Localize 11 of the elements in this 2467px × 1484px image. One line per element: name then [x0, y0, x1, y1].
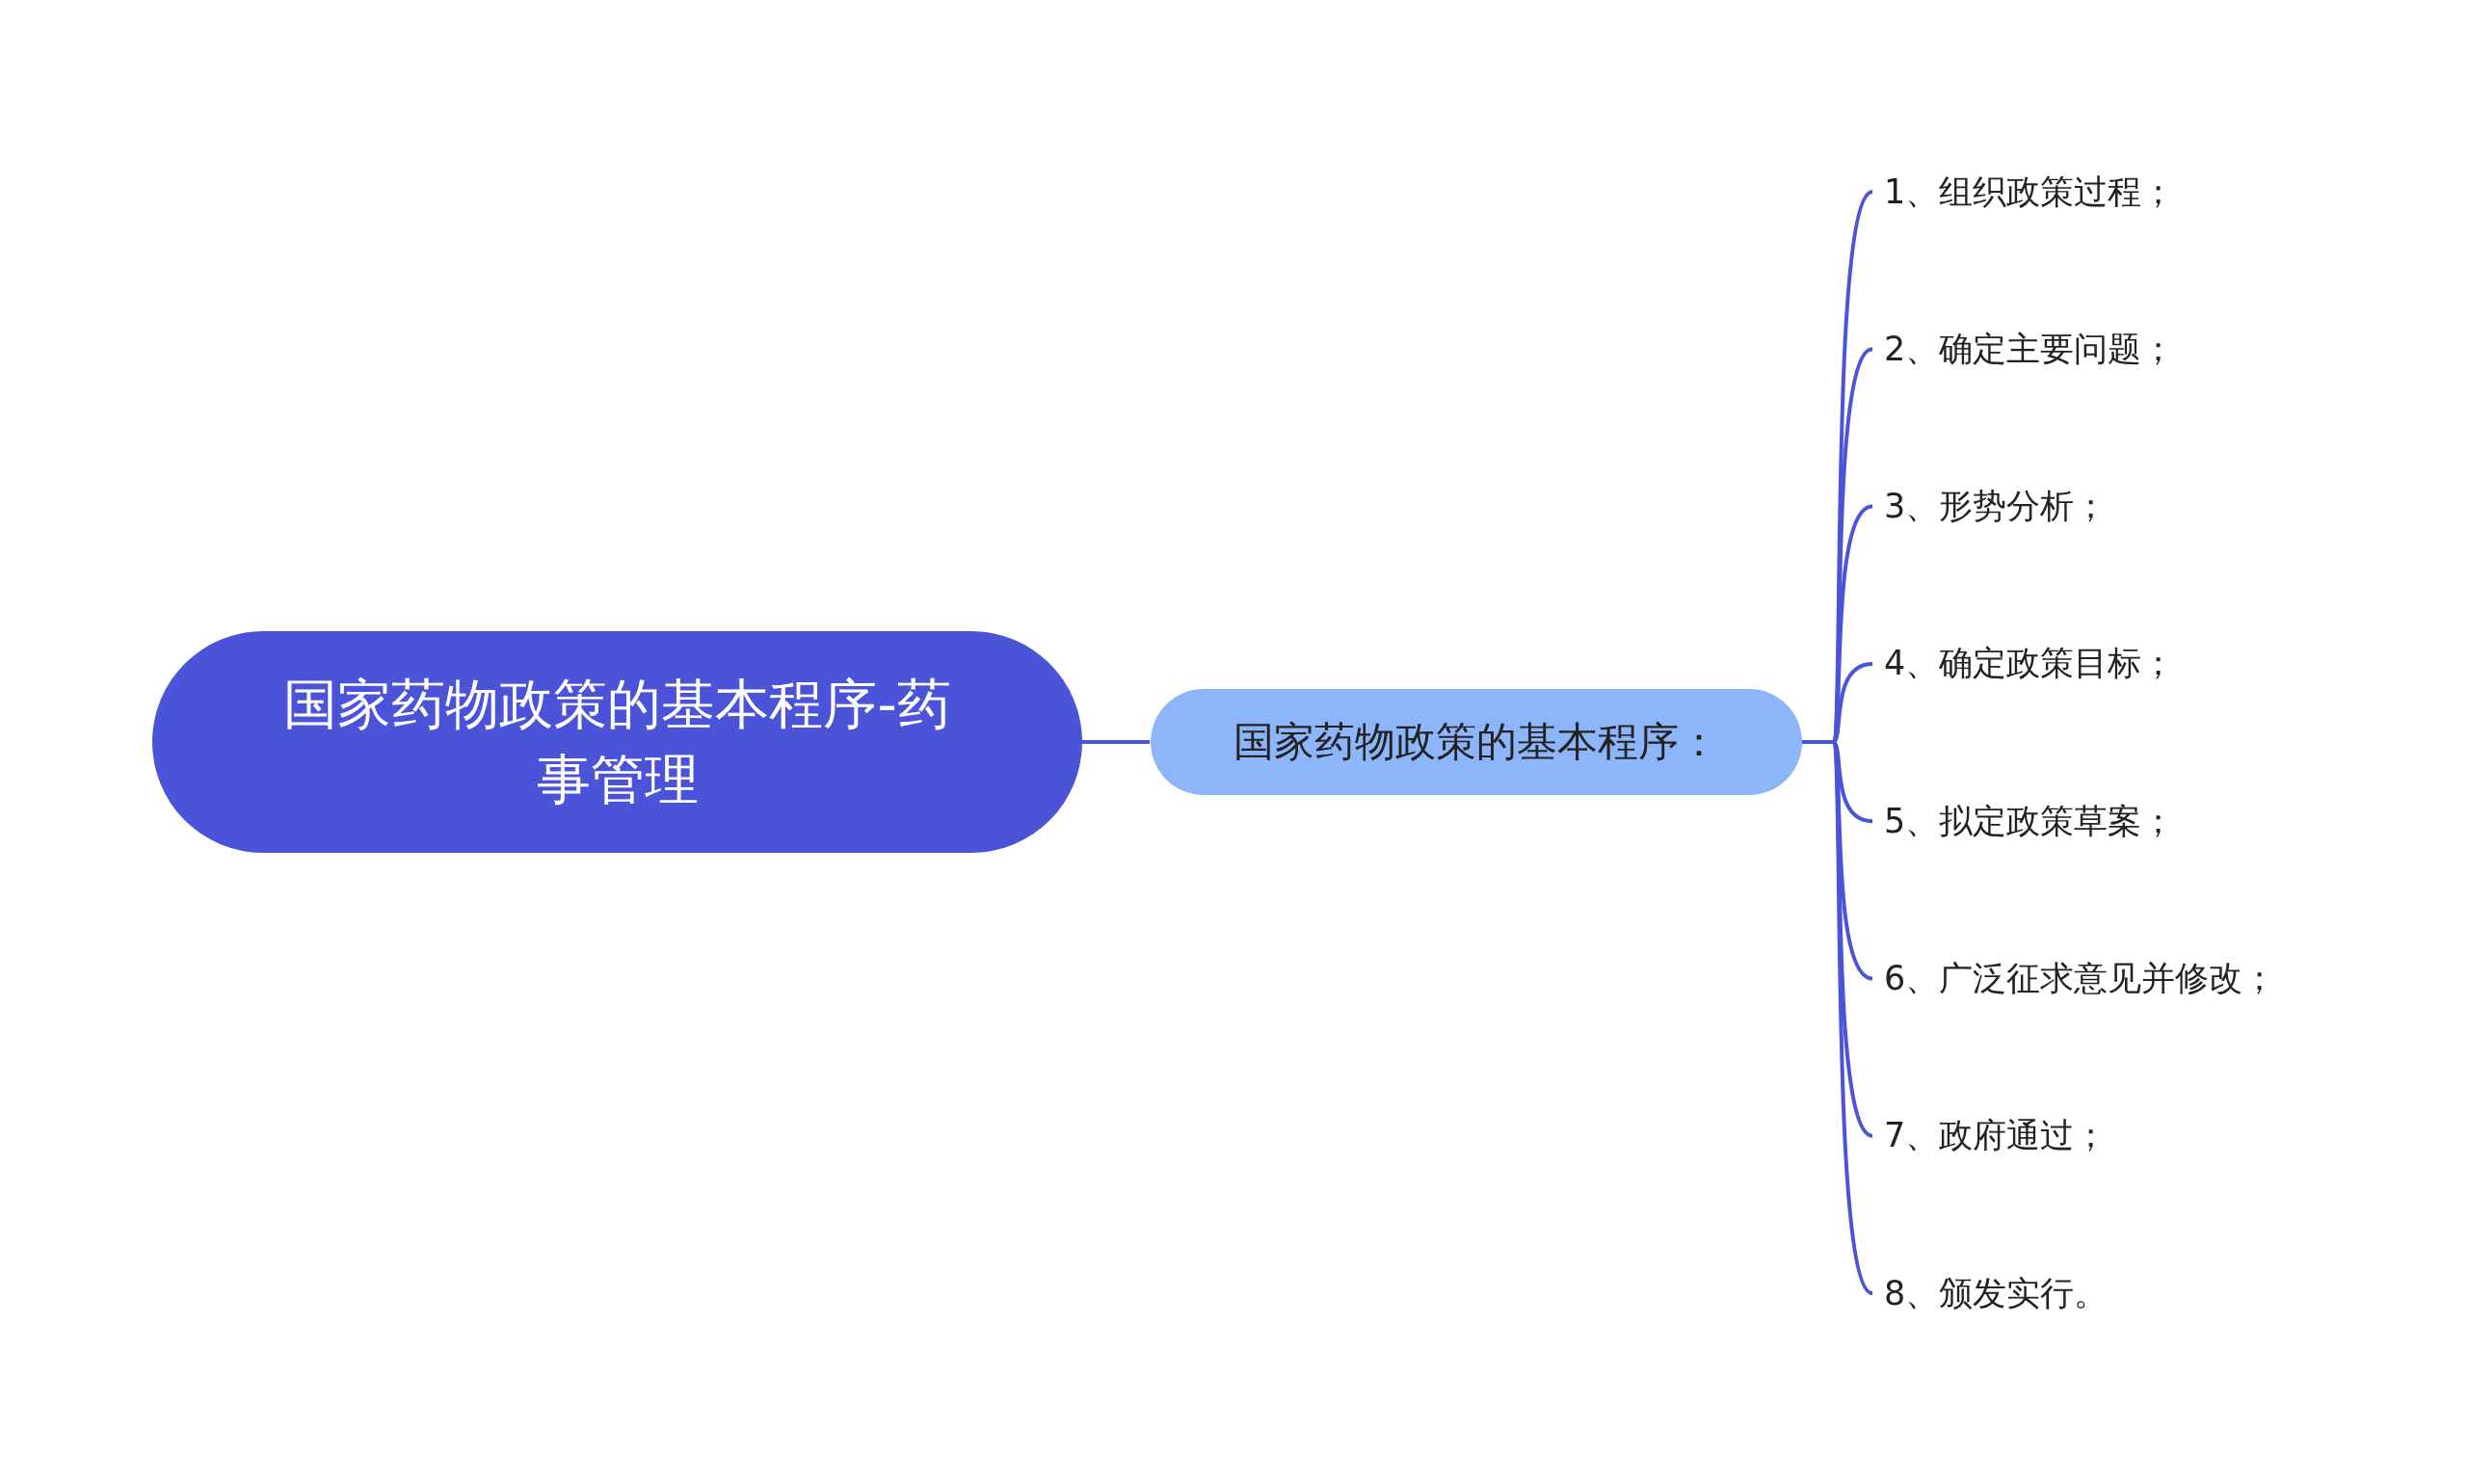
item-text: 4、确定政策目标；	[1884, 634, 2176, 693]
item-text: 2、确定主要问题；	[1884, 320, 2176, 379]
item-text: 3、形势分析；	[1884, 477, 2109, 536]
item-text: 7、政府通过；	[1884, 1106, 2109, 1165]
item-text: 1、组织政策过程；	[1884, 163, 2176, 221]
item-text: 5、拟定政策草案；	[1884, 792, 2176, 851]
connector-line	[1082, 740, 1150, 744]
item-text: 8、颁发实行。	[1884, 1264, 2109, 1323]
item-text: 6、广泛征求意见并修改；	[1884, 949, 2277, 1008]
topic-pill: 国家药物政策的基本程序-药事管理	[152, 631, 1082, 853]
subtopic-pill: 国家药物政策的基本程序：	[1151, 689, 1802, 795]
